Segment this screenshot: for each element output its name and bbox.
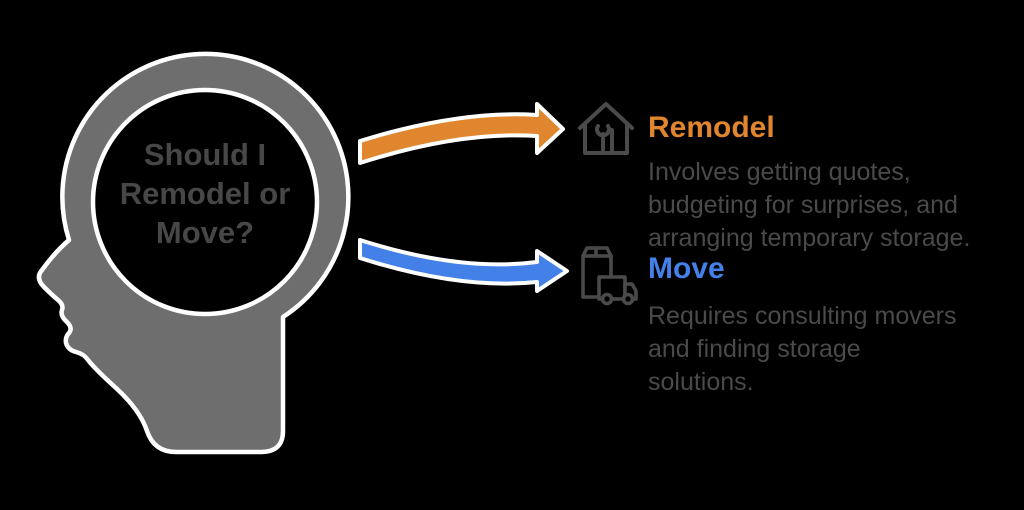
move-description-line: Requires consulting movers	[648, 302, 957, 330]
move-description-line: solutions.	[648, 368, 754, 396]
remodel-heading: Remodel	[648, 111, 775, 144]
remodel-description-line: arranging temporary storage.	[648, 224, 971, 252]
head-question-line: Should I	[143, 137, 267, 172]
remodel-arrow	[358, 102, 565, 165]
move-heading: Move	[648, 252, 725, 285]
head-question-line: Move?	[155, 215, 255, 250]
moving-truck-icon	[581, 246, 638, 306]
remodel-description: Involves getting quotes, budgeting for s…	[648, 156, 1018, 255]
head-question-text: Should I Remodel or Move?	[95, 135, 315, 252]
move-arrow	[358, 238, 569, 293]
house-wrench-icon	[578, 102, 634, 155]
move-description: Requires consulting movers and finding s…	[648, 300, 1018, 399]
remodel-description-line: budgeting for surprises, and	[648, 191, 958, 219]
remodel-description-line: Involves getting quotes,	[648, 158, 911, 186]
head-question-line: Remodel or	[119, 176, 291, 211]
move-description-line: and finding storage	[648, 335, 861, 363]
head-silhouette	[36, 51, 351, 455]
